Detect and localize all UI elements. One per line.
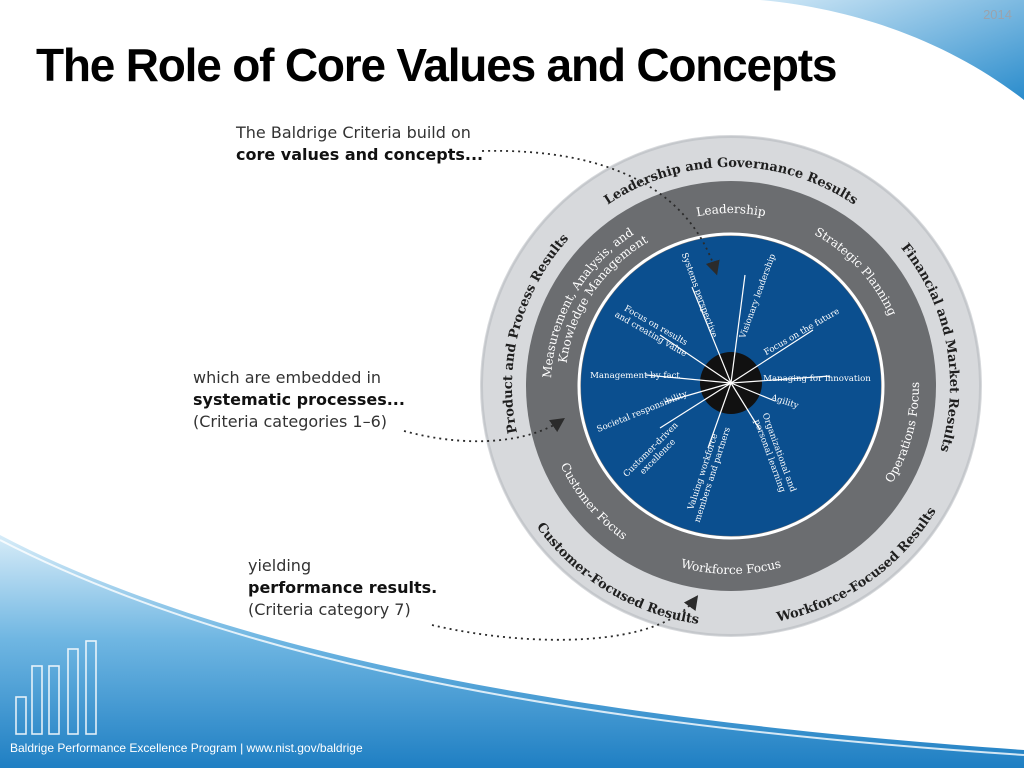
callout-results: yielding performance results. (Criteria …: [248, 555, 437, 621]
core-value-label: Managing for innovation: [763, 374, 871, 384]
top-right-swoosh-line: [739, 0, 1024, 110]
bottom-swoosh-line: [0, 539, 1024, 756]
callout-processes-line1: which are embedded in: [193, 368, 382, 387]
callout-results-line2: performance results.: [248, 578, 438, 597]
year-label: 2014: [983, 7, 1012, 22]
callout-core-values-line1: The Baldrige Criteria build on: [236, 123, 471, 142]
footer-text: Baldrige Performance Excellence Program …: [10, 741, 363, 755]
callout-results-line3: (Criteria category 7): [248, 600, 411, 619]
slide-title: The Role of Core Values and Concepts: [36, 39, 838, 91]
core-value-line: Managing for innovation: [763, 374, 871, 384]
core-value-line: Management by fact: [590, 371, 680, 381]
callout-processes: which are embedded in systematic process…: [193, 367, 405, 433]
callout-core-values: The Baldrige Criteria build on core valu…: [236, 122, 483, 166]
callout-results-line1: yielding: [248, 556, 312, 575]
arrow-to-results: [431, 595, 699, 641]
core-value-label: Management by fact: [590, 371, 680, 381]
bar-chart-logo-icon: [15, 640, 97, 735]
callout-processes-line3: (Criteria categories 1–6): [193, 412, 388, 431]
spokes: [645, 274, 831, 449]
outer-ring-edge: [481, 136, 981, 636]
callout-processes-line2: systematic processes...: [193, 390, 405, 409]
middle-ring-label: Leadership: [695, 202, 767, 219]
middle-ring-label: Workforce Focus: [680, 556, 783, 577]
callout-core-values-line2: core values and concepts...: [236, 145, 484, 164]
top-right-swoosh: [760, 0, 1024, 100]
core-values-border: [577, 232, 885, 540]
bottom-swoosh: [0, 535, 1024, 768]
